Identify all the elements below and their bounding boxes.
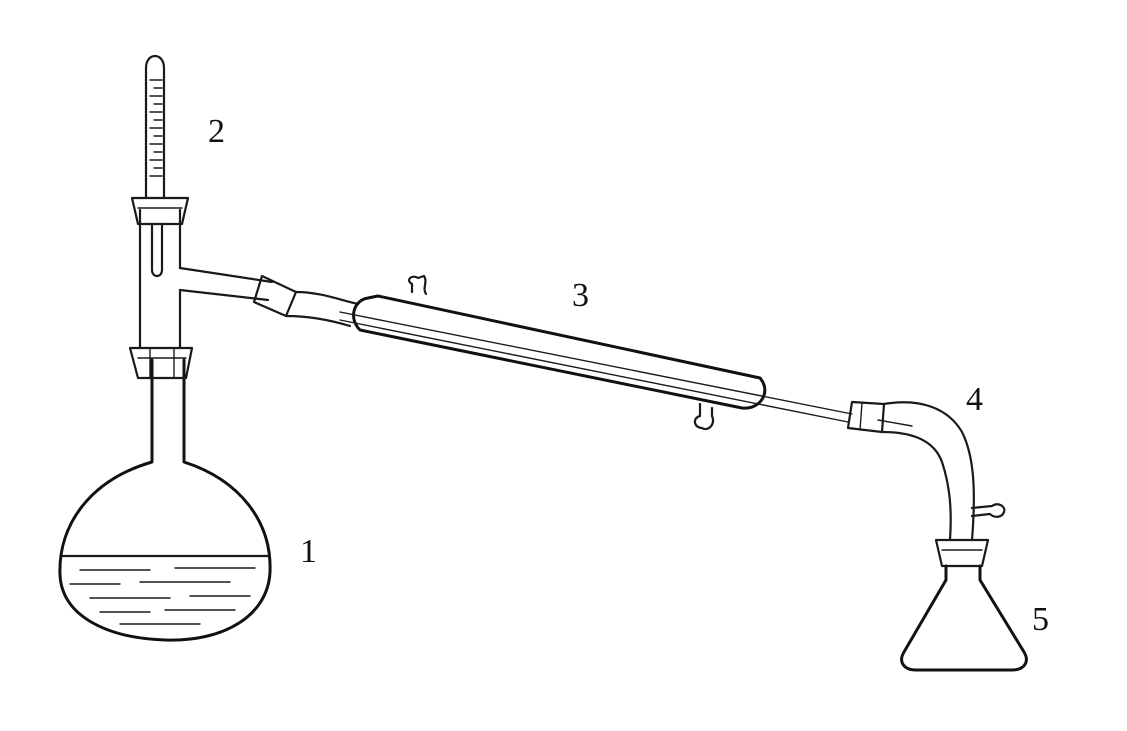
label-condenser: 3 [572,277,589,314]
adapter [846,400,1006,542]
liquid-hatching [69,567,256,625]
adapter-stopper [846,400,886,434]
liebig-condenser [252,274,853,431]
label-flask: 1 [300,533,317,570]
head-stopper [130,196,190,226]
water-inlet-port [693,402,715,431]
label-receiver: 5 [1032,601,1049,638]
distillation-head [130,196,274,350]
condenser-jacket [352,294,767,410]
thermometer-scale [149,79,163,177]
receiving-flask [900,538,1028,672]
receiving-flask-stopper [934,538,990,568]
erlenmeyer-body [900,564,1028,672]
label-adapter: 4 [966,381,983,418]
condenser-inlet-stopper [252,274,298,318]
thermometer [144,54,166,278]
adapter-vent [970,503,1006,518]
label-thermometer: 2 [208,113,225,150]
round-bottom-flask [58,346,272,642]
flask-stopper [128,346,194,380]
flask-outline [58,358,272,642]
water-outlet-port [408,274,428,296]
